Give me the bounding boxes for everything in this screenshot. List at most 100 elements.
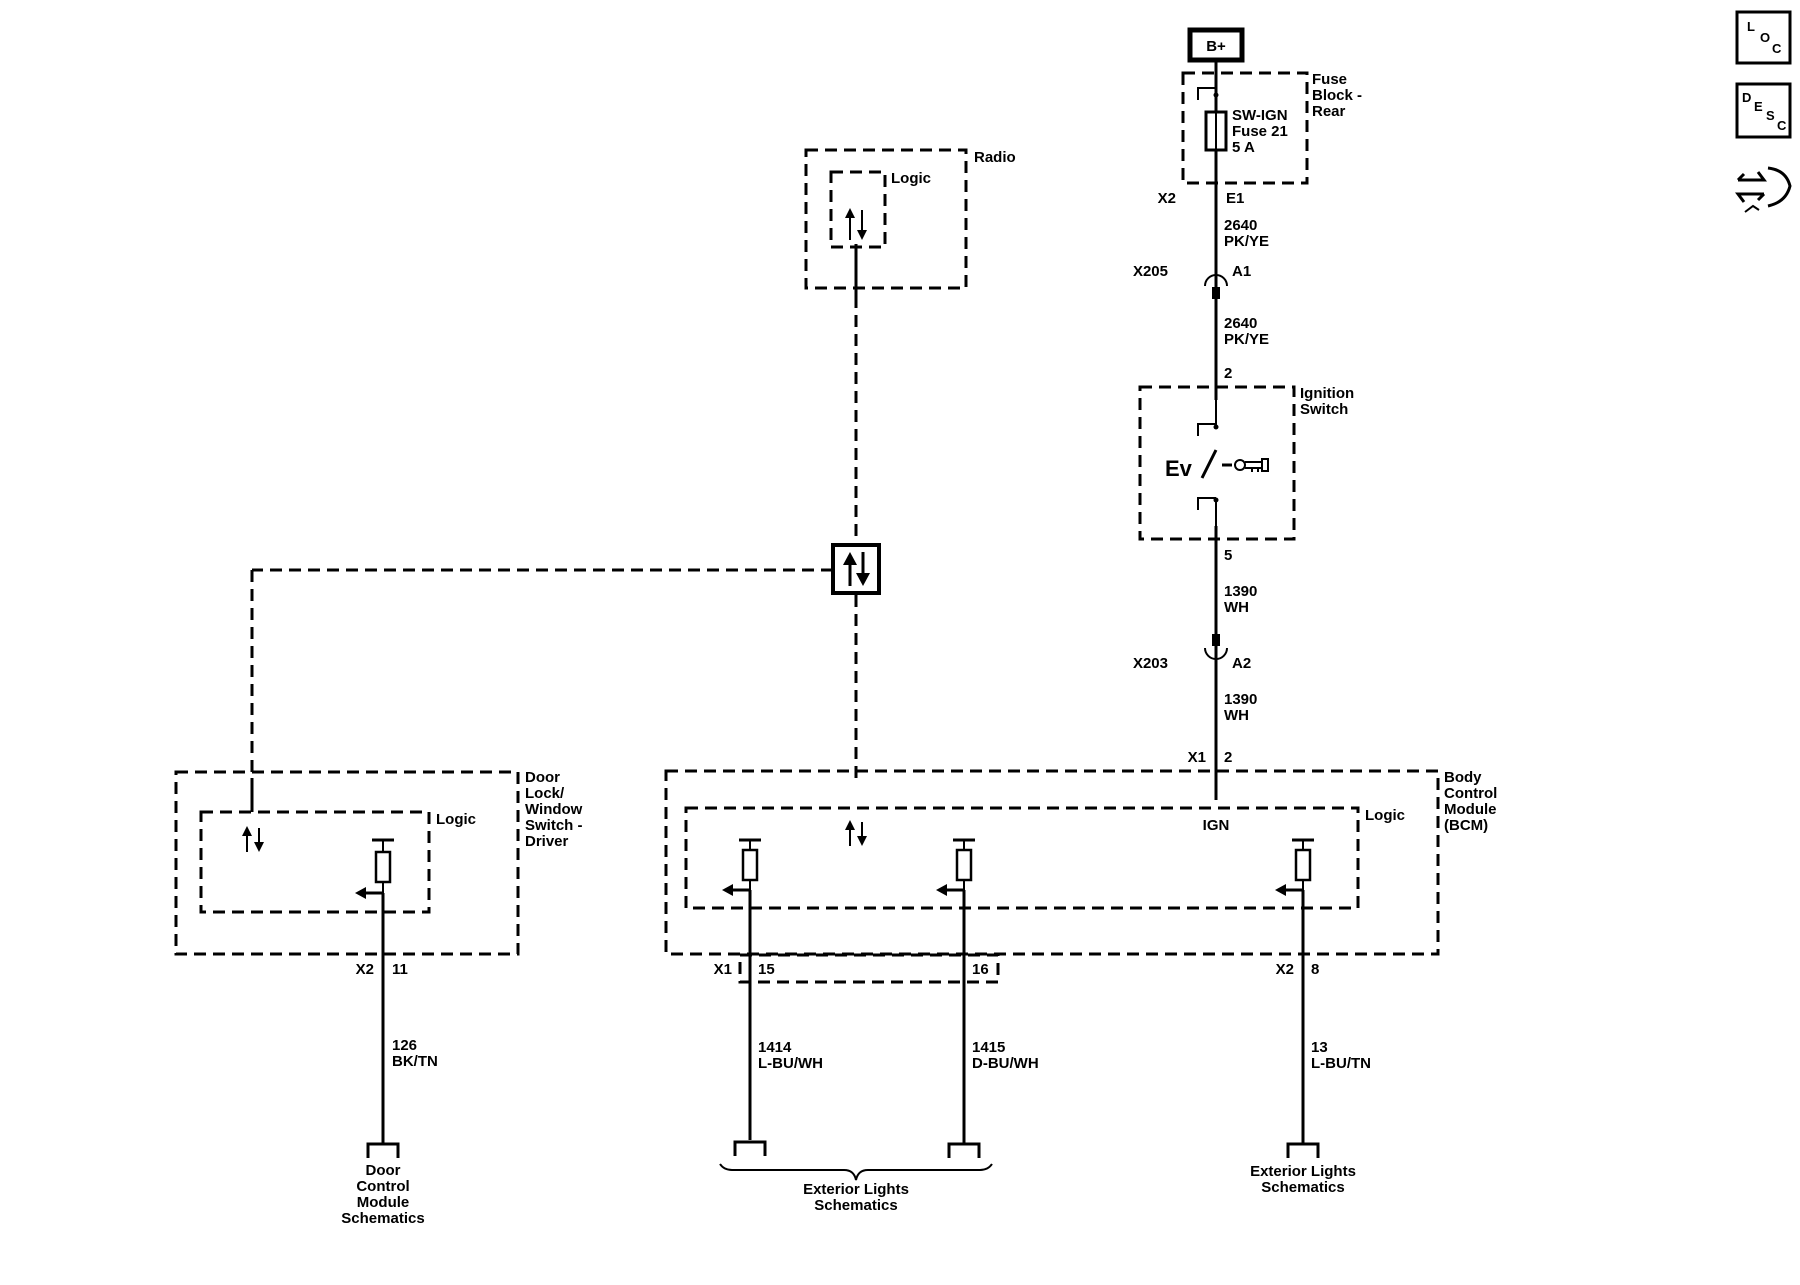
svg-text:Schematics[interactable]: Schematics: [1261, 1179, 1344, 1196]
svg-text:8: 8: [1311, 961, 1319, 978]
svg-text:A1: A1: [1232, 263, 1251, 280]
key-icon: [1234, 458, 1269, 472]
bcm-ign-label: IGN: [1203, 817, 1230, 834]
radio-logic-label: Logic: [891, 170, 931, 187]
fuse-name: SW-IGN: [1232, 107, 1288, 124]
fuse-pin-label: E1: [1226, 190, 1244, 207]
svg-text:126: 126: [392, 1037, 417, 1054]
radio-module: Radio Logic: [804, 148, 1016, 290]
svg-text:11: 11: [392, 961, 408, 978]
bcm-label: Control: [1444, 785, 1497, 802]
svg-text:13: 13: [1311, 1039, 1328, 1056]
svg-text:WH: WH: [1224, 599, 1249, 616]
svg-text:E: E: [1754, 99, 1763, 114]
fuse-block-label: Rear: [1312, 103, 1346, 120]
ignition-symbol: Ev: [1165, 456, 1193, 481]
svg-text:1390: 1390: [1224, 691, 1257, 708]
input-resistor-symbol: [722, 838, 761, 896]
bidirectional-arrow-icon: [845, 820, 867, 846]
svg-text:Exterior Lights[interactable]: Exterior Lights: [803, 1181, 909, 1198]
terminal-symbol: [947, 1142, 981, 1158]
svg-text:X205: X205: [1133, 263, 1168, 280]
svg-text:WH: WH: [1224, 707, 1249, 724]
door-switch-label: Lock/: [525, 785, 565, 802]
fuse-number: Fuse 21: [1232, 123, 1288, 140]
svg-text:X2: X2: [356, 961, 374, 978]
svg-text:X203: X203: [1133, 655, 1168, 672]
svg-text:16: 16: [972, 961, 989, 978]
serial-data-splice: [831, 543, 881, 595]
input-resistor-symbol: [936, 838, 975, 896]
svg-text:PK/YE: PK/YE: [1224, 331, 1269, 348]
wire-13-label: 13 L-BU/TN: [1311, 1039, 1371, 1072]
svg-text:Control[interactable]: Control: [356, 1178, 409, 1195]
wire-1415-label: 1415 D-BU/WH: [972, 1039, 1039, 1072]
bcm-label: (BCM): [1444, 817, 1488, 834]
wire-1390-upper: 1390 WH: [1224, 583, 1257, 616]
svg-text:O: O: [1760, 30, 1770, 45]
ignition-pin-bottom: 5: [1224, 547, 1232, 564]
door-lock-window-switch: Door Lock/ Window Switch - Driver Logic …: [174, 769, 583, 978]
fuse-block-label: Block -: [1312, 87, 1362, 104]
door-switch-label: Door: [525, 769, 560, 786]
svg-text:Door[interactable]: Door: [366, 1162, 401, 1179]
bcm-label: Module: [1444, 801, 1497, 818]
wire-1390-lower: 1390 WH: [1224, 691, 1257, 724]
door-module-destination[interactable]: Door Control Module Schematics: [341, 1142, 425, 1227]
svg-text:X2: X2: [1276, 961, 1294, 978]
door-switch-label: Window: [525, 801, 583, 818]
svg-text:C: C: [1777, 118, 1787, 133]
bcm-label: Body: [1444, 769, 1482, 786]
ignition-switch-label: Switch: [1300, 401, 1348, 418]
svg-text:2640: 2640: [1224, 315, 1257, 332]
svg-text:X1: X1: [714, 961, 732, 978]
svg-text:1414: 1414: [758, 1039, 792, 1056]
svg-text:Schematics[interactable]: Schematics: [341, 1210, 424, 1227]
svg-text:Module[interactable]: Module: [357, 1194, 410, 1211]
svg-text:BK/TN: BK/TN: [392, 1053, 438, 1070]
bidirectional-arrow-icon: [242, 826, 264, 852]
exterior-lights-destination-2[interactable]: Exterior Lights Schematics: [1250, 1163, 1356, 1196]
svg-text:L: L: [1747, 19, 1755, 34]
description-icon[interactable]: D E S C: [1735, 82, 1792, 139]
svg-text:1415: 1415: [972, 1039, 1005, 1056]
input-resistor-symbol: [355, 838, 394, 899]
svg-text:A2: A2: [1232, 655, 1251, 672]
svg-text:PK/YE: PK/YE: [1224, 233, 1269, 250]
ignition-pin-top: 2: [1224, 365, 1232, 382]
wire-1414-label: 1414 L-BU/WH: [758, 1039, 823, 1072]
svg-text:15: 15: [758, 961, 775, 978]
ignition-switch: 2 Ev Ignition Switch 5: [1138, 365, 1354, 564]
svg-text:Schematics[interactable]: Schematics: [814, 1197, 897, 1214]
location-icon[interactable]: L O C: [1735, 10, 1792, 65]
door-switch-logic-label: Logic: [436, 811, 476, 828]
svg-text:S: S: [1766, 108, 1775, 123]
svg-text:D-BU/WH: D-BU/WH: [972, 1055, 1039, 1072]
fuse-block-rear: SW-IGN Fuse 21 5 A Fuse Block - Rear X2 …: [1158, 71, 1362, 207]
battery-label: B+: [1206, 38, 1226, 55]
svg-text:D: D: [1742, 90, 1751, 105]
exterior-lights-destination-1[interactable]: Exterior Lights Schematics: [803, 1181, 909, 1214]
wire-126-label: 126 BK/TN: [392, 1037, 438, 1070]
x1-connector-group: [738, 953, 1000, 984]
connector-x205: X205 A1: [1133, 263, 1251, 299]
svg-text:2: 2: [1224, 749, 1232, 766]
svg-text:L-BU/TN: L-BU/TN: [1311, 1055, 1371, 1072]
svg-text:Exterior Lights[interactable]: Exterior Lights: [1250, 1163, 1356, 1180]
svg-text:1390: 1390: [1224, 583, 1257, 600]
svg-text:L-BU/WH: L-BU/WH: [758, 1055, 823, 1072]
terminal-symbol: [733, 1140, 767, 1156]
svg-text:C: C: [1772, 41, 1782, 56]
battery-terminal: B+: [1187, 27, 1245, 63]
body-control-module: X1 2 Body Control Module (BCM) Logic IGN: [664, 749, 1497, 984]
input-resistor-symbol: [1275, 838, 1314, 896]
door-switch-label: Switch -: [525, 817, 583, 834]
fuse-connector-label: X2: [1158, 190, 1176, 207]
wire-2640-upper: 2640 PK/YE: [1224, 217, 1269, 250]
connector-tool-icon[interactable]: [1735, 166, 1792, 213]
bcm-logic-label: Logic: [1365, 807, 1405, 824]
svg-text:2640: 2640: [1224, 217, 1257, 234]
terminal-symbol: [1286, 1142, 1320, 1158]
